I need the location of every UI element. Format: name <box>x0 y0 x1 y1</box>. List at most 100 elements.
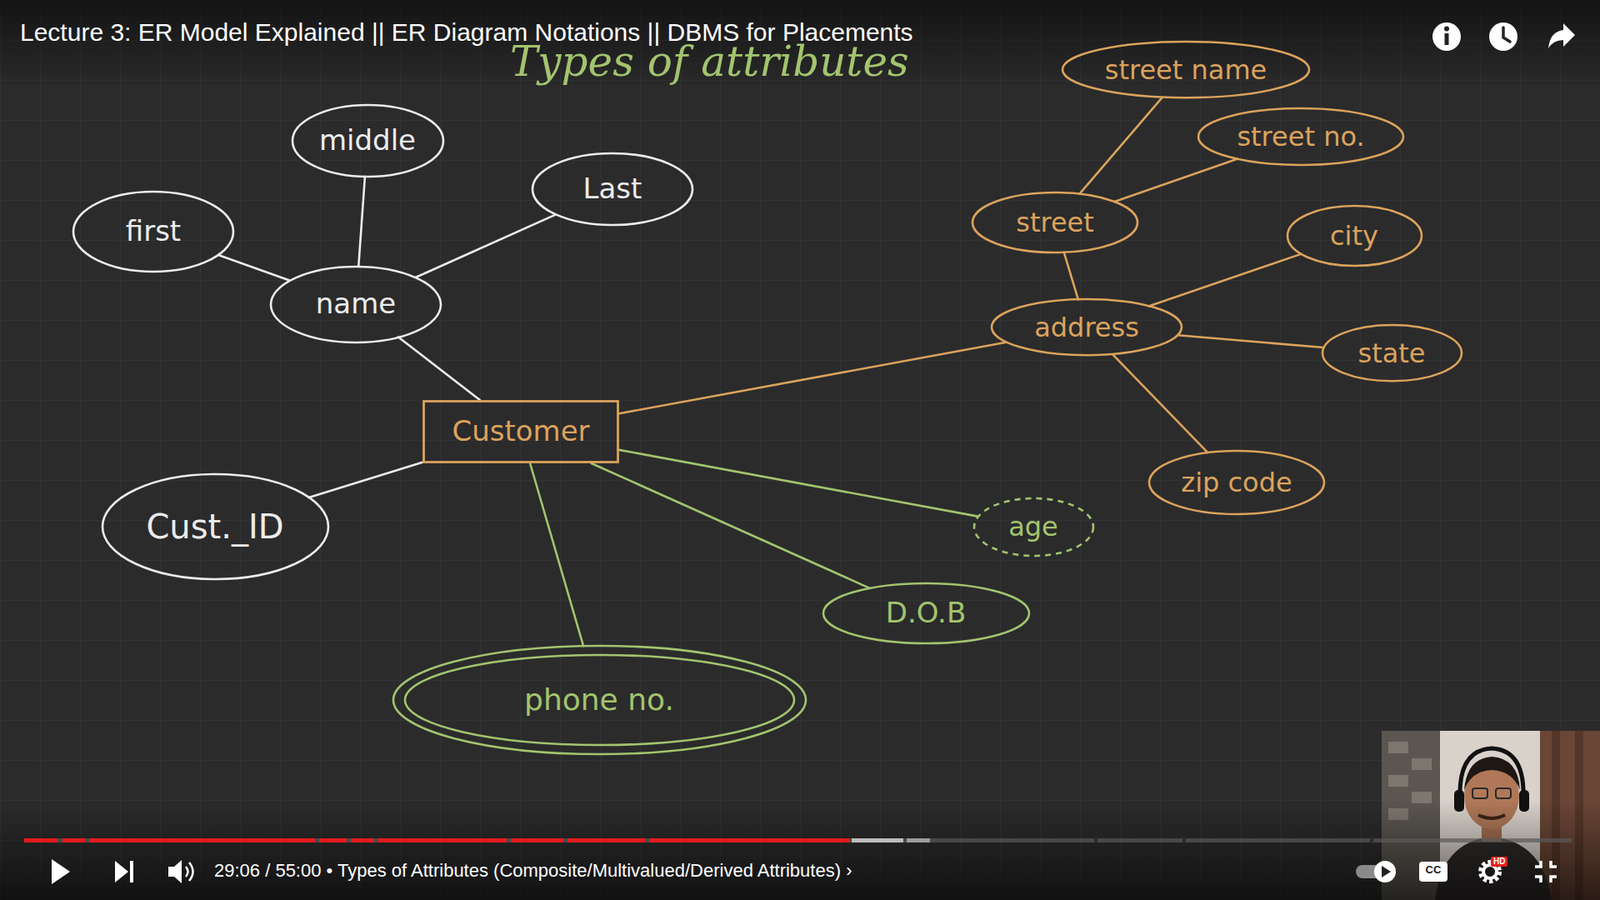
node-text: address <box>1034 312 1140 344</box>
webcam-view <box>1411 758 1432 770</box>
ellipse-outline <box>974 498 1094 556</box>
webcam-view <box>1460 748 1524 799</box>
node-text-group: city <box>1330 220 1379 252</box>
attribute-ellipse: street <box>970 190 1140 255</box>
ellipse-outline <box>991 299 1182 355</box>
progress-bar <box>1370 837 1374 844</box>
ellipse-outline <box>102 474 329 580</box>
node-text-group: Customer <box>451 415 590 448</box>
top-shade <box>0 0 1600 92</box>
node-text: street no. <box>1236 121 1365 153</box>
hd-badge: HD <box>1490 856 1508 867</box>
progress-bar <box>378 838 507 843</box>
node-text: Last <box>583 172 643 205</box>
node-text-group: zip code <box>1180 467 1292 499</box>
top-icons <box>1503 27 1510 42</box>
node-text-group: street <box>1015 207 1095 239</box>
webcam-view <box>1388 741 1409 754</box>
node-text-group: phone no. <box>524 682 675 717</box>
attribute-ellipse: address <box>990 297 1184 357</box>
player-controls <box>51 859 70 885</box>
bottom-shade <box>0 800 1600 900</box>
attribute-ellipse: name <box>269 265 443 345</box>
node-text: street name <box>1105 55 1268 86</box>
node-text: street <box>1015 207 1095 239</box>
node-text-group: street name <box>1105 55 1268 86</box>
ellipse-outline <box>1149 450 1325 515</box>
ellipse-outline <box>393 645 806 755</box>
progress-bar <box>62 838 85 843</box>
node-text-group: state <box>1357 338 1425 370</box>
progress-bar <box>24 838 58 843</box>
progress-bar <box>1094 837 1098 844</box>
progress-bar <box>350 838 375 843</box>
connector-line <box>619 450 978 517</box>
node-text-group: D.O.B <box>885 596 967 630</box>
multivalued-attribute: phone no. <box>391 644 808 756</box>
connector-line <box>358 176 365 267</box>
progress-bar <box>319 838 347 843</box>
top-shade <box>0 0 1600 92</box>
progress-bar <box>510 838 564 843</box>
handwritten-heading: Types of attributes <box>510 38 910 87</box>
top-icons <box>1432 22 1575 51</box>
node-text-group: street no. <box>1236 121 1365 153</box>
attribute-ellipse: D.O.B <box>821 581 1031 645</box>
player-controls <box>168 860 182 884</box>
ellipse-outline <box>292 105 444 177</box>
progress-bar <box>906 838 930 843</box>
player-controls <box>115 860 129 883</box>
node-text-group: first <box>125 215 181 248</box>
entity-outline <box>424 401 619 463</box>
node-text: zip code <box>1180 467 1292 499</box>
attribute-ellipse: first <box>71 190 235 274</box>
ellipse-outline <box>1287 205 1422 266</box>
connector-line <box>1148 254 1301 307</box>
node-text-group: middle <box>319 124 416 157</box>
entity-box: Customer <box>422 400 620 464</box>
node-text: first <box>125 215 181 248</box>
connector-line <box>398 336 480 400</box>
attribute-ellipse: street no. <box>1196 106 1405 167</box>
connector-line <box>1064 252 1079 300</box>
progress-bar <box>567 838 645 843</box>
node-text: Customer <box>451 415 590 448</box>
node-text: middle <box>319 124 416 157</box>
connector-line <box>619 342 1006 414</box>
progress-bar <box>24 837 1572 844</box>
node-text-group: Cust._ID <box>145 507 284 546</box>
ellipse-outline <box>73 191 234 272</box>
webcam-view <box>1495 788 1511 799</box>
derived-attribute: age <box>972 496 1095 558</box>
connector-line <box>1112 354 1208 453</box>
node-text: D.O.B <box>885 596 967 630</box>
ellipse-outline <box>1062 41 1310 98</box>
node-text-group: address <box>1034 312 1140 344</box>
ellipse-outline <box>972 192 1138 253</box>
connector-line <box>1178 335 1325 348</box>
progress-bar <box>649 838 850 843</box>
player-controls <box>1419 861 1448 882</box>
progress-bar <box>89 838 315 843</box>
webcam-view <box>1464 756 1520 790</box>
top-icons <box>1489 22 1518 51</box>
connector-line <box>1079 97 1162 195</box>
attribute-ellipse: Cust._ID <box>100 472 330 581</box>
node-text-group: Last <box>583 172 643 205</box>
player-controls <box>189 862 194 881</box>
player-controls <box>130 860 134 883</box>
ellipse-outline <box>1198 108 1404 165</box>
inner-ellipse-outline <box>405 655 795 745</box>
ellipse-outline <box>532 153 693 225</box>
attribute-ellipse: zip code <box>1147 449 1326 516</box>
progress-bar <box>851 838 904 843</box>
connector-line <box>309 462 423 498</box>
connector-line <box>530 463 584 646</box>
player-time-chapter: 29:06 / 55:00 • Types of Attributes (Com… <box>214 860 852 881</box>
ellipse-outline <box>1322 325 1462 381</box>
captions-icon-text: CC <box>1419 864 1448 877</box>
top-icons <box>1432 22 1461 51</box>
top-icons <box>1548 23 1575 49</box>
node-text: city <box>1330 220 1379 252</box>
top-icons <box>1444 26 1450 32</box>
